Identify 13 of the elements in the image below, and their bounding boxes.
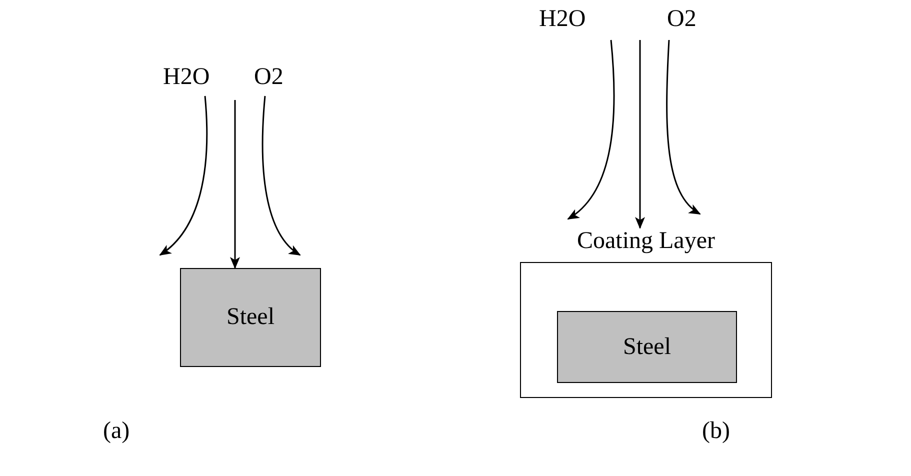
steel-block (557, 311, 737, 383)
arrow (230, 100, 240, 269)
panel-label: (b) (702, 418, 730, 445)
block-label: Steel (623, 334, 671, 360)
molecule-label: H2O (539, 6, 586, 33)
steel-block (180, 268, 321, 367)
block-label: Steel (226, 304, 274, 331)
molecule-label: O2 (667, 6, 696, 33)
panel-label: (a) (103, 418, 130, 445)
molecule-label: H2O (163, 64, 210, 91)
molecule-label: O2 (254, 64, 284, 91)
arrow (635, 40, 645, 229)
layer-label: Coating Layer (577, 228, 715, 254)
